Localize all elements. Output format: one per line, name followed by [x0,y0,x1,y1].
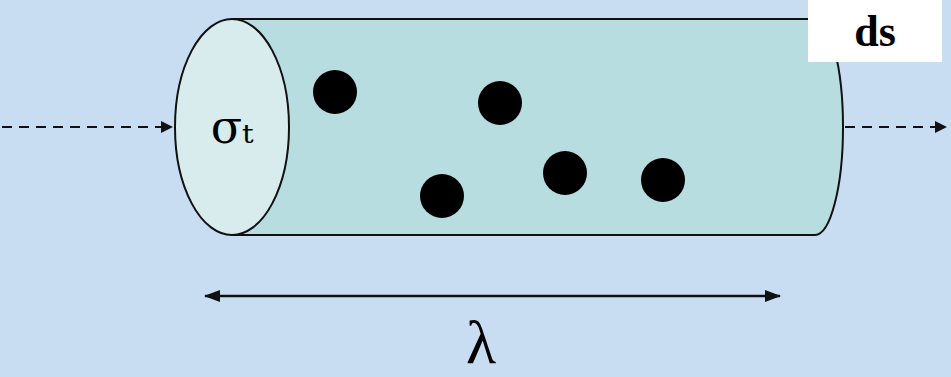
scattering-center [641,158,685,202]
path-element-text: ds [854,6,896,57]
cross-section-face [175,19,289,235]
incoming-beam [2,126,172,128]
path-element-box: ds [808,0,942,62]
cylinder-outline [170,16,845,238]
length-dimension [205,295,780,298]
scattering-center [313,70,357,114]
outgoing-beam [845,126,946,128]
scattering-center [420,174,464,218]
target-cylinder: σₜ [170,16,845,238]
scattering-center [478,81,522,125]
mean-free-path-label: λ [466,311,496,373]
cylinder-body [232,19,843,235]
scattering-center [543,151,587,195]
cross-section-symbol: σₜ [211,100,254,154]
